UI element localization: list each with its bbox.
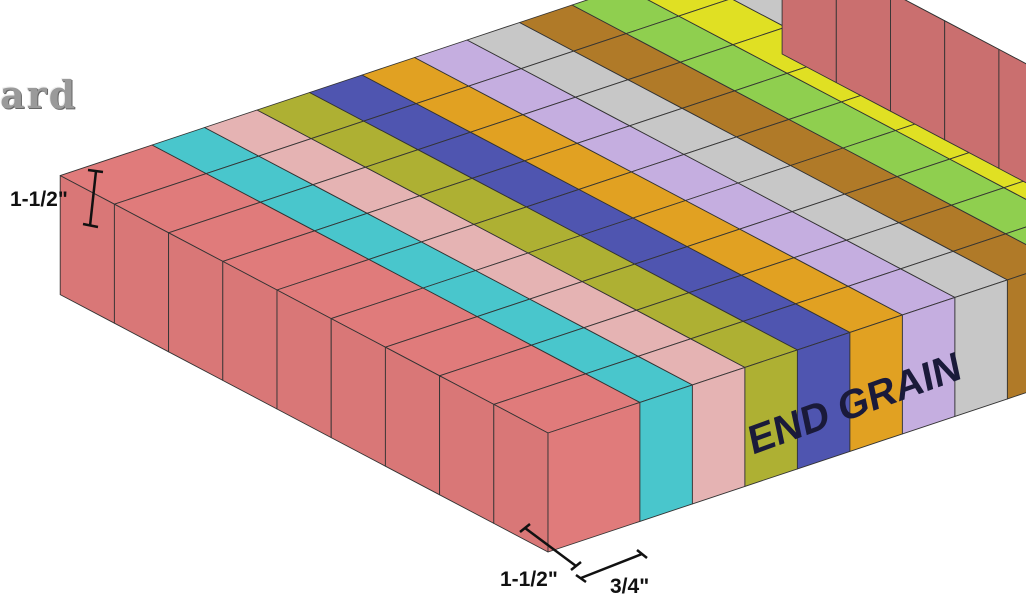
strip-end-grain-face [691, 366, 746, 505]
length-dimension: 1-1/2" [500, 523, 582, 591]
strip-end-grain-face [954, 279, 1008, 417]
length-dimension-label: 1-1/2" [500, 568, 558, 591]
strip-end-grain-face [1006, 273, 1026, 400]
width-dimension: 3/4" [575, 549, 649, 598]
block-side-face [998, 48, 1026, 184]
height-dimension: 1-1/2" [10, 168, 104, 229]
block-top [1003, 179, 1026, 200]
block-top [1005, 226, 1026, 246]
board-blocks [59, 0, 1026, 553]
width-dimension-label: 3/4" [610, 575, 649, 598]
height-dimension-label: 1-1/2" [10, 188, 68, 211]
title-fragment: ard [0, 72, 78, 117]
strip-end-grain-face [639, 384, 693, 522]
